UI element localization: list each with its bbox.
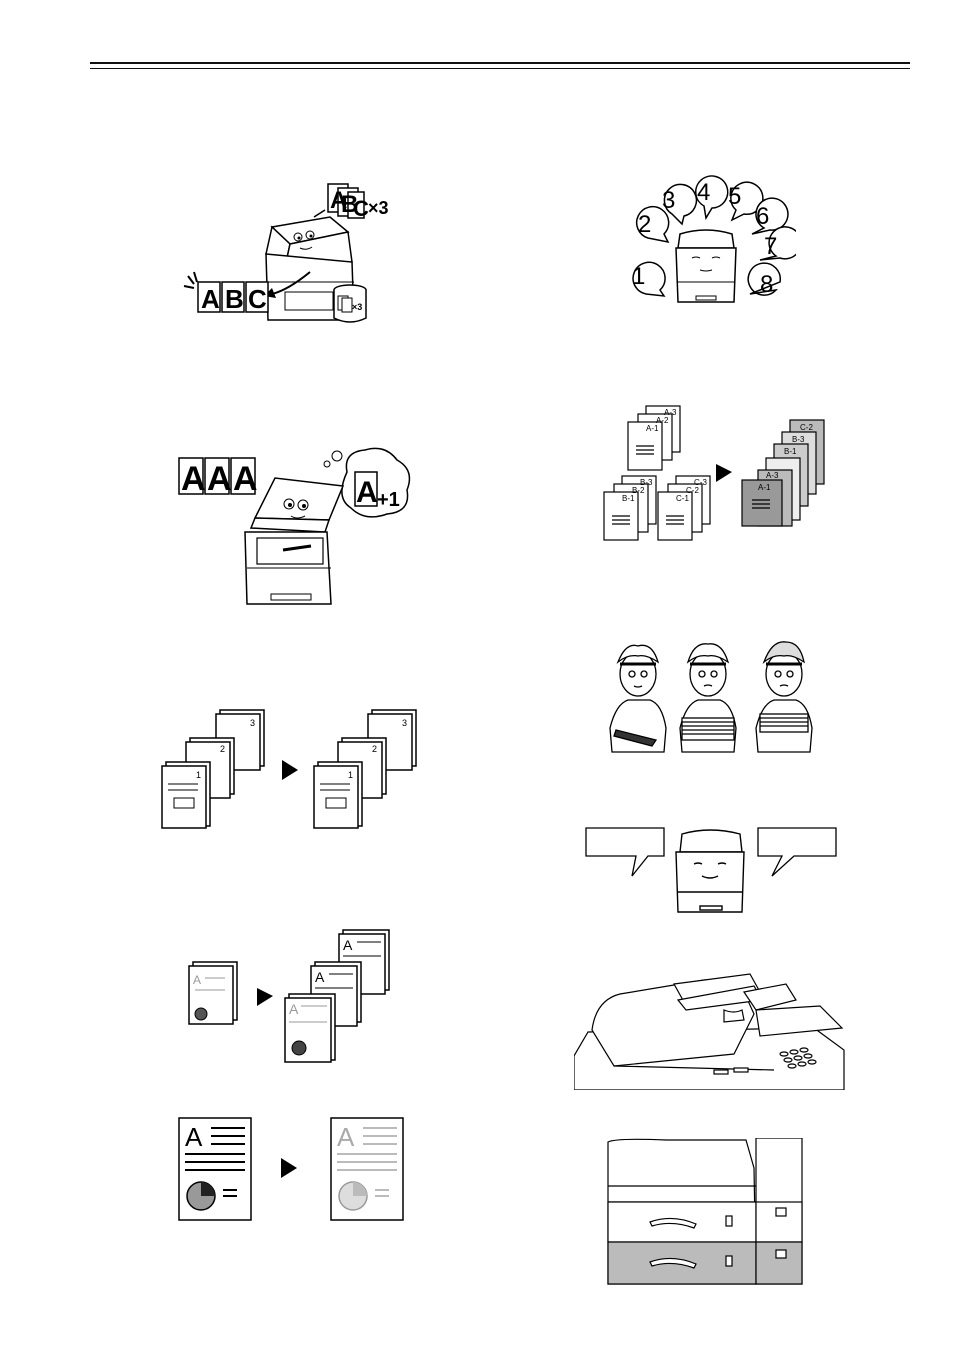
combined-label-a1: A-1 (758, 483, 771, 492)
copier-icon (264, 216, 355, 321)
page-number-2-after: 2 (372, 744, 377, 754)
program-numbers-illustration: 1 2 3 4 5 6 7 8 (632, 175, 796, 303)
copier-character-icon (675, 829, 745, 913)
light-doc-icon (330, 1117, 404, 1221)
dark-doc-icon (178, 1117, 252, 1221)
speech-bubble-right-icon (757, 827, 837, 877)
stack-after-icon (313, 709, 417, 829)
set-c-icon (657, 475, 711, 541)
output-pages-icon (197, 281, 269, 313)
doc-letter-copy-1: A (343, 937, 353, 953)
page-number-2-before: 2 (220, 744, 225, 754)
letter-b-out: B (225, 284, 244, 314)
page-number-3-before: 3 (250, 718, 255, 728)
set-a-label-2: A-2 (656, 416, 669, 425)
paper-drawers-illustration (607, 1138, 803, 1285)
program-number-6: 6 (756, 203, 769, 230)
letter-c-out: C (248, 284, 267, 314)
speech-bubbles-icon (632, 175, 796, 297)
set-b-icon (603, 475, 657, 541)
copier-character-icon (675, 229, 737, 303)
toner-save-illustration: A A (178, 1117, 404, 1221)
page-number-1-before: 1 (196, 770, 201, 780)
page-numbering-illustration: 3 2 1 3 2 1 (161, 709, 417, 829)
combine-sets-illustration: A-3 A-2 A-1 B-3 B-2 B-1 C-3 C-2 C-1 C-2 … (603, 405, 825, 541)
doc-letter-original: A (193, 973, 201, 987)
speech-bubble-left-icon (585, 827, 665, 877)
arrow-icon (257, 988, 273, 1006)
doc-letter-light: A (337, 1122, 355, 1152)
plus-one-label: +1 (377, 489, 400, 511)
worker-3-icon (755, 641, 813, 753)
program-number-7: 7 (764, 233, 777, 260)
set-b-label-1: B-1 (622, 494, 635, 503)
program-number-3: 3 (662, 187, 675, 214)
program-number-1: 1 (632, 263, 645, 290)
set-a-icon (627, 405, 681, 471)
program-number-4: 4 (697, 179, 710, 206)
letter-a-out: A (201, 284, 220, 314)
copier-speech-illustration (585, 827, 837, 913)
memory-copy-illustration: A B C ×3 A B C ×3 (183, 183, 389, 323)
doc-letter-copy-3: A (289, 1001, 299, 1017)
letter-a-top: A (330, 187, 347, 214)
copier-icon (244, 477, 345, 605)
page-number-1-after: 1 (348, 770, 353, 780)
letter-a-thought: A (356, 476, 378, 509)
multiplier-label: ×3 (368, 198, 389, 218)
counter-copy-illustration: A A A A +1 (178, 447, 411, 605)
arrow-icon (281, 1158, 297, 1178)
document-feeder-illustration (574, 973, 845, 1090)
header-rule-thin (90, 68, 910, 69)
combined-set-icon (741, 419, 825, 527)
original-doc-icon (188, 961, 238, 1025)
multi-copy-illustration: A A A A (188, 929, 390, 1063)
letter-b-top: B (341, 191, 358, 218)
program-number-5: 5 (728, 183, 741, 210)
combined-label-a3: A-3 (766, 471, 779, 480)
arrow-icon (282, 760, 298, 780)
set-b-label-3: B-3 (640, 478, 653, 487)
stack-before-icon (161, 709, 265, 829)
workers-illustration (609, 641, 813, 753)
original-a-pages-icon (178, 457, 256, 495)
arrow-icon (716, 464, 732, 482)
doc-letter-dark: A (185, 1122, 203, 1152)
header-rule-thick (90, 62, 910, 64)
combined-label-b3: B-3 (792, 435, 805, 444)
set-a-label-3: A-3 (664, 408, 677, 417)
letter-a-2: A (207, 460, 232, 498)
set-b-label-2: B-2 (632, 486, 645, 495)
doc-letter-copy-2: A (315, 969, 325, 985)
combined-label-b1: B-1 (784, 447, 797, 456)
set-a-label-1: A-1 (646, 424, 659, 433)
set-c-label-3: C-3 (694, 478, 707, 487)
memory-multiplier-label: ×3 (352, 302, 362, 312)
set-c-label-2: C-2 (686, 486, 699, 495)
copies-stack-icon (284, 929, 390, 1063)
worker-2-icon (679, 643, 737, 753)
memory-storage-icon (333, 284, 367, 323)
worker-1-icon (609, 644, 667, 753)
thought-bubble-icon (323, 447, 411, 518)
letter-a-1: A (181, 460, 206, 498)
page-number-3-after: 3 (402, 718, 407, 728)
set-c-label-1: C-1 (676, 494, 689, 503)
program-number-8: 8 (760, 271, 773, 298)
letter-a-3: A (233, 460, 258, 498)
program-number-2: 2 (638, 211, 651, 238)
combined-label-c2: C-2 (800, 423, 813, 432)
original-pages-icon (327, 183, 365, 219)
letter-c-top: C (353, 196, 369, 221)
